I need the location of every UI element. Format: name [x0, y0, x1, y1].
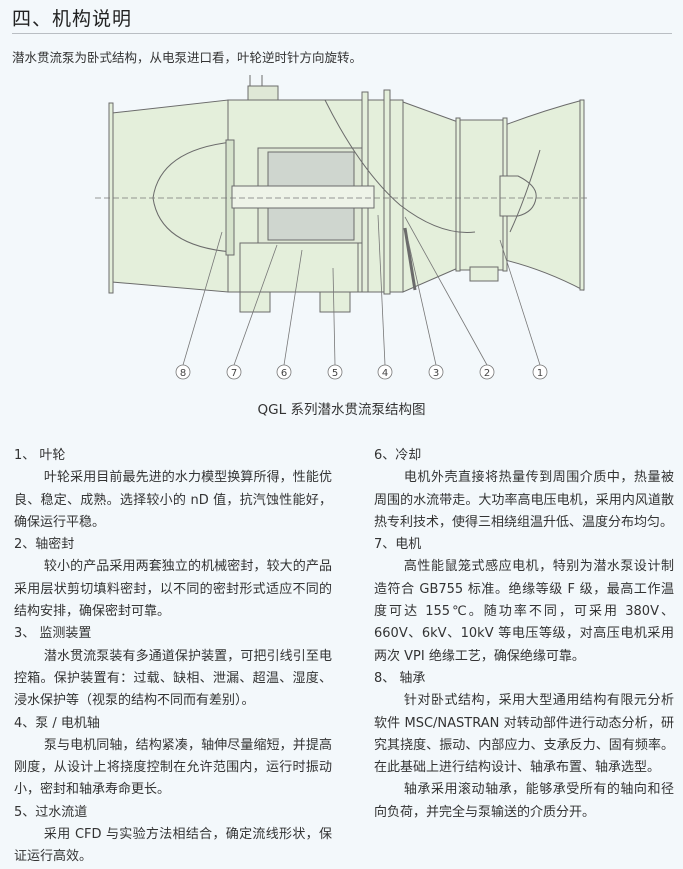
- callout-number: 5: [332, 368, 338, 379]
- section-paragraph: 采用 CFD 与实验方法相结合，确定流线形状，保证运行高效。: [14, 827, 332, 865]
- callout-2: 2: [479, 364, 495, 380]
- callout-circle: [327, 364, 343, 380]
- description-column-left: 1、 叶轮叶轮采用目前最先进的水力模型换算所得，性能优良、稳定、成熟。选择较小的…: [14, 445, 332, 869]
- section-paragraph: 电机外壳直接将热量传到周围介质中，热量被周围的水流带走。大功率高电压电机，采用内…: [374, 470, 674, 530]
- section-heading: 4、泵 / 电机轴: [14, 715, 100, 731]
- section-paragraph: 针对卧式结构，采用大型通用结构有限元分析软件 MSC/NASTRAN 对转动部件…: [374, 693, 674, 776]
- intro-text: 潜水贯流泵为卧式结构，从电泵进口看，叶轮逆时针方向旋转。: [12, 50, 363, 65]
- callout-4: 4: [377, 364, 393, 380]
- section-heading: 6、冷却: [374, 448, 422, 463]
- section-paragraph: 叶轮采用目前最先进的水力模型换算所得，性能优良、稳定、成熟。选择较小的 nD 值…: [14, 470, 332, 530]
- callout-number: 4: [382, 368, 388, 379]
- section-paragraph: 较小的产品采用两套独立的机械密封，较大的产品采用层状剪切填料密封，以不同的密封形…: [14, 559, 332, 620]
- callout-7: 7: [226, 364, 242, 380]
- callout-number: 2: [484, 368, 490, 379]
- callout-1: 1: [532, 364, 548, 380]
- callout-number: 1: [537, 368, 543, 379]
- callout-number: 8: [180, 368, 186, 379]
- callout-6: 6: [276, 364, 292, 380]
- section-heading: 7、电机: [374, 537, 422, 553]
- callout-number: 3: [433, 368, 439, 379]
- callout-number: 7: [231, 368, 237, 379]
- section-heading: 8、 轴承: [374, 670, 426, 686]
- outlet-flange: [579, 99, 585, 291]
- callout-number: 6: [281, 368, 287, 379]
- section-heading: 2、轴密封: [14, 537, 75, 553]
- section-paragraph: 高性能鼠笼式感应电机，特别为潜水泵设计制造符合 GB755 标准。绝缘等级 F …: [374, 559, 674, 664]
- title-divider: [12, 33, 672, 34]
- callout-circle: [479, 364, 495, 380]
- impeller-hub: [499, 175, 537, 217]
- description-column-right: 6、冷却电机外壳直接将热量传到周围介质中，热量被周围的水流带走。大功率高电压电机…: [374, 445, 674, 824]
- pump-structure-diagram: 8 7 6 5 4 3 2 1: [95, 75, 590, 380]
- section-heading: 5、过水流道: [14, 804, 88, 820]
- shaft: [231, 185, 375, 209]
- section-paragraph: 潜水贯流泵装有多通道保护装置，可把引线引至电控箱。保护装置有：过载、缺相、泄漏、…: [14, 648, 332, 709]
- callout-8: 8: [175, 364, 191, 380]
- section-paragraph: 泵与电机同轴，结构紧凑，轴伸尽量缩短，并提高刚度，从设计上将挠度控制在允许范围内…: [14, 737, 332, 798]
- callout-3: 3: [428, 364, 444, 380]
- callout-circle: [532, 364, 548, 380]
- callout-circle: [276, 364, 292, 380]
- page-title: 四、机构说明: [12, 8, 133, 30]
- throat-section: [457, 119, 506, 271]
- section-heading: 3、 监测装置: [14, 626, 92, 642]
- diagram-caption: QGL 系列潜水贯流泵结构图: [257, 402, 426, 418]
- callout-circle: [377, 364, 393, 380]
- section-paragraph: 轴承采用滚动轴承，能够承受所有的轴向和径向负荷，并完全与泵输送的介质分开。: [374, 782, 674, 820]
- callout-5: 5: [327, 364, 343, 380]
- callout-circle: [226, 364, 242, 380]
- callout-circle: [175, 364, 191, 380]
- callout-circle: [428, 364, 444, 380]
- section-heading: 1、 叶轮: [14, 448, 66, 463]
